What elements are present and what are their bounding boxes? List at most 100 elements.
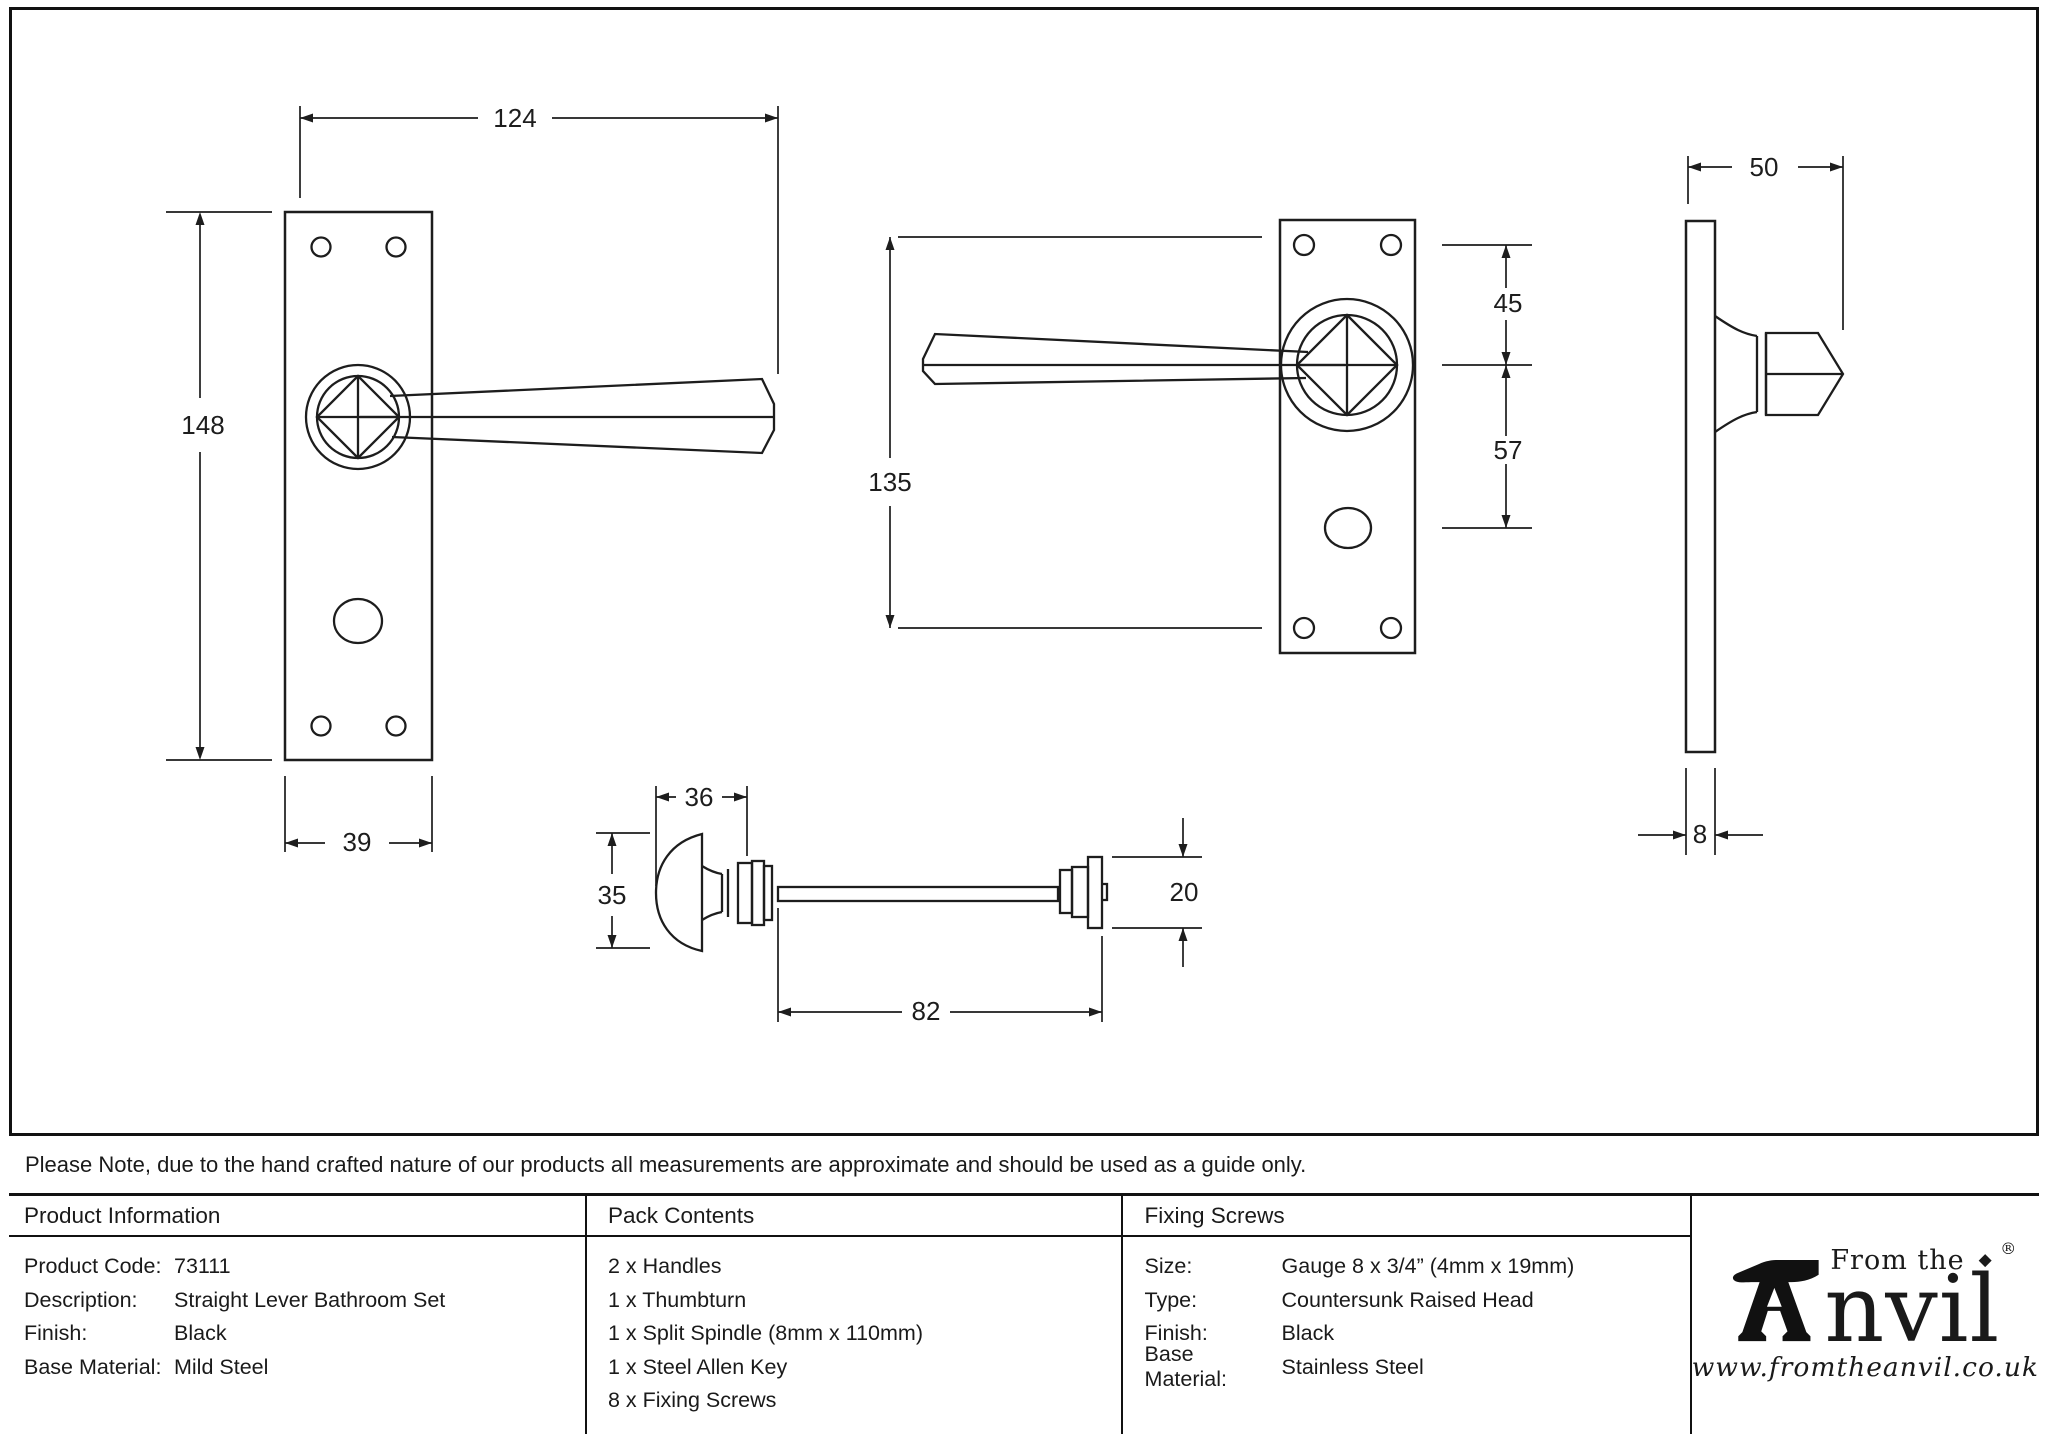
logo-tagline: From the bbox=[1830, 1244, 1965, 1276]
dim-label-148: 148 bbox=[181, 410, 224, 440]
row-label: Size: bbox=[1144, 1254, 1193, 1279]
row-label: Finish: bbox=[1144, 1321, 1208, 1346]
thumbturn-knob bbox=[654, 832, 704, 953]
table-row: Base Material: Mild Steel bbox=[24, 1351, 577, 1385]
row-label: Type: bbox=[1144, 1287, 1198, 1312]
row-value: Black bbox=[174, 1321, 227, 1346]
row-value: Gauge 8 x 3/4” (4mm x 19mm) bbox=[1281, 1254, 1575, 1279]
dim-label-82: 82 bbox=[912, 996, 941, 1026]
front-view-lever-left: 135 45 57 bbox=[868, 218, 1532, 655]
product-info-table: Product Information Product Code: 73111 … bbox=[9, 1193, 2039, 1434]
screw-hole bbox=[310, 715, 332, 737]
table-row: Finish: Black bbox=[24, 1317, 577, 1351]
fixing-screws-column: Fixing Screws Size: Gauge 8 x 3/4” (4mm … bbox=[1122, 1196, 1692, 1434]
dim-label-8: 8 bbox=[1693, 819, 1707, 849]
thumbturn-hole bbox=[332, 597, 384, 645]
dimension-spindle-length: 82 bbox=[777, 908, 1103, 1026]
list-item: 1 x Steel Allen Key bbox=[607, 1354, 788, 1379]
registered-mark: ® bbox=[2000, 1238, 2017, 1258]
lever-handle bbox=[921, 332, 1309, 386]
dim-label-50: 50 bbox=[1750, 152, 1779, 182]
row-label: Base Material: bbox=[1144, 1342, 1227, 1392]
front-view-lever-right: 124 148 39 bbox=[166, 103, 779, 857]
row-label: Description: bbox=[24, 1287, 138, 1312]
list-item: 1 x Thumbturn bbox=[607, 1287, 747, 1312]
lever-grip-profile bbox=[1764, 331, 1845, 417]
backplate-outline bbox=[283, 210, 434, 762]
dim-label-57: 57 bbox=[1494, 435, 1523, 465]
list-item: 8 x Fixing Screws bbox=[607, 1388, 777, 1413]
table-row: Base Material: Stainless Steel bbox=[1145, 1342, 1682, 1391]
side-profile-view: 50 8 bbox=[1638, 152, 1845, 855]
product-information-header: Product Information bbox=[9, 1196, 585, 1237]
row-label: Finish: bbox=[24, 1321, 88, 1346]
pack-contents-column: Pack Contents 2 x Handles 1 x Thumbturn … bbox=[586, 1196, 1123, 1434]
dim-label-45: 45 bbox=[1494, 288, 1523, 318]
list-item: 1 x Split Spindle (8mm x 110mm) bbox=[607, 1321, 923, 1346]
dimension-release-diameter: 20 bbox=[1112, 818, 1202, 967]
logo-website: www.fromtheanvil.co.uk bbox=[1691, 1352, 2039, 1384]
dim-label-124: 124 bbox=[493, 103, 536, 133]
release-collar-small bbox=[1058, 868, 1074, 915]
row-value: 73111 bbox=[174, 1254, 231, 1279]
dim-label-35: 35 bbox=[598, 880, 627, 910]
measurement-note-bar: Please Note, due to the hand crafted nat… bbox=[9, 1133, 2039, 1193]
dim-label-20: 20 bbox=[1170, 877, 1199, 907]
thumbturn-neck bbox=[701, 865, 730, 921]
dim-label-39: 39 bbox=[343, 827, 372, 857]
row-value: Mild Steel bbox=[174, 1354, 269, 1379]
thumbturn-collar bbox=[736, 861, 754, 925]
screw-hole bbox=[1379, 616, 1403, 640]
screw-hole bbox=[385, 715, 407, 737]
brand-logo-cell: ® From the ◆ nvil www.fromtheanvil.co.uk bbox=[1692, 1196, 2039, 1434]
dimension-projection: 50 bbox=[1687, 152, 1844, 330]
table-row: Finish: Black bbox=[1145, 1317, 1682, 1351]
coin-slot bbox=[1102, 882, 1109, 902]
release-collar-large bbox=[1070, 865, 1090, 919]
dimension-plate-thickness: 8 bbox=[1638, 768, 1763, 855]
dim-label-135: 135 bbox=[868, 467, 911, 497]
dimension-plate-width: 39 bbox=[284, 776, 433, 857]
row-label: Product Code: bbox=[24, 1254, 162, 1279]
row-value: Countersunk Raised Head bbox=[1281, 1287, 1534, 1312]
logo-wordmark: nvil bbox=[1824, 1254, 2001, 1363]
dim-label-36: 36 bbox=[685, 782, 714, 812]
thumbturn-endcap bbox=[762, 864, 774, 922]
anvil-icon bbox=[1733, 1260, 1819, 1342]
fixing-screws-header: Fixing Screws bbox=[1122, 1196, 1690, 1237]
dimension-plate-height: 148 bbox=[166, 211, 272, 761]
table-row: Type: Countersunk Raised Head bbox=[1145, 1284, 1682, 1318]
technical-drawing: 124 148 39 bbox=[166, 103, 1845, 1026]
thumbturn-sleeve bbox=[750, 859, 766, 927]
product-information-column: Product Information Product Code: 73111 … bbox=[9, 1196, 587, 1434]
table-row: Description: Straight Lever Bathroom Set bbox=[24, 1284, 577, 1318]
dimension-thumbturn-width: 36 bbox=[655, 782, 748, 886]
pack-contents-header: Pack Contents bbox=[586, 1196, 1121, 1237]
row-value: Black bbox=[1281, 1321, 1335, 1346]
measurement-note: Please Note, due to the hand crafted nat… bbox=[25, 1151, 1307, 1177]
list-item: 2 x Handles bbox=[607, 1254, 722, 1279]
thumbturn-hole bbox=[1323, 506, 1373, 550]
thumbturn-spindle-detail: 36 35 20 82 bbox=[596, 782, 1202, 1026]
screw-hole bbox=[1292, 616, 1316, 640]
split-spindle-bar bbox=[776, 885, 1060, 903]
diamond-icon: ◆ bbox=[1978, 1249, 1993, 1270]
dimension-thumbturn-height: 35 bbox=[596, 832, 650, 949]
row-label: Base Material: bbox=[24, 1354, 162, 1379]
lever-neck bbox=[1714, 315, 1768, 433]
screw-hole bbox=[310, 236, 332, 258]
screw-hole bbox=[385, 236, 407, 258]
table-row: Product Code: 73111 bbox=[24, 1250, 577, 1284]
screw-hole bbox=[1379, 233, 1403, 257]
backplate-outline bbox=[1278, 218, 1417, 655]
dimension-overall-width: 124 bbox=[299, 103, 779, 374]
table-row: Size: Gauge 8 x 3/4” (4mm x 19mm) bbox=[1145, 1250, 1682, 1284]
screw-hole bbox=[1292, 233, 1316, 257]
dimension-hole-centres: 135 bbox=[868, 236, 1262, 629]
dimension-45-57: 45 57 bbox=[1442, 244, 1532, 529]
row-value: Stainless Steel bbox=[1281, 1354, 1424, 1379]
from-the-anvil-logo: ® From the ◆ nvil www.fromtheanvil.co.uk bbox=[1691, 1240, 2039, 1384]
backplate-edge bbox=[1684, 219, 1717, 754]
coin-release-disc bbox=[1086, 855, 1104, 930]
